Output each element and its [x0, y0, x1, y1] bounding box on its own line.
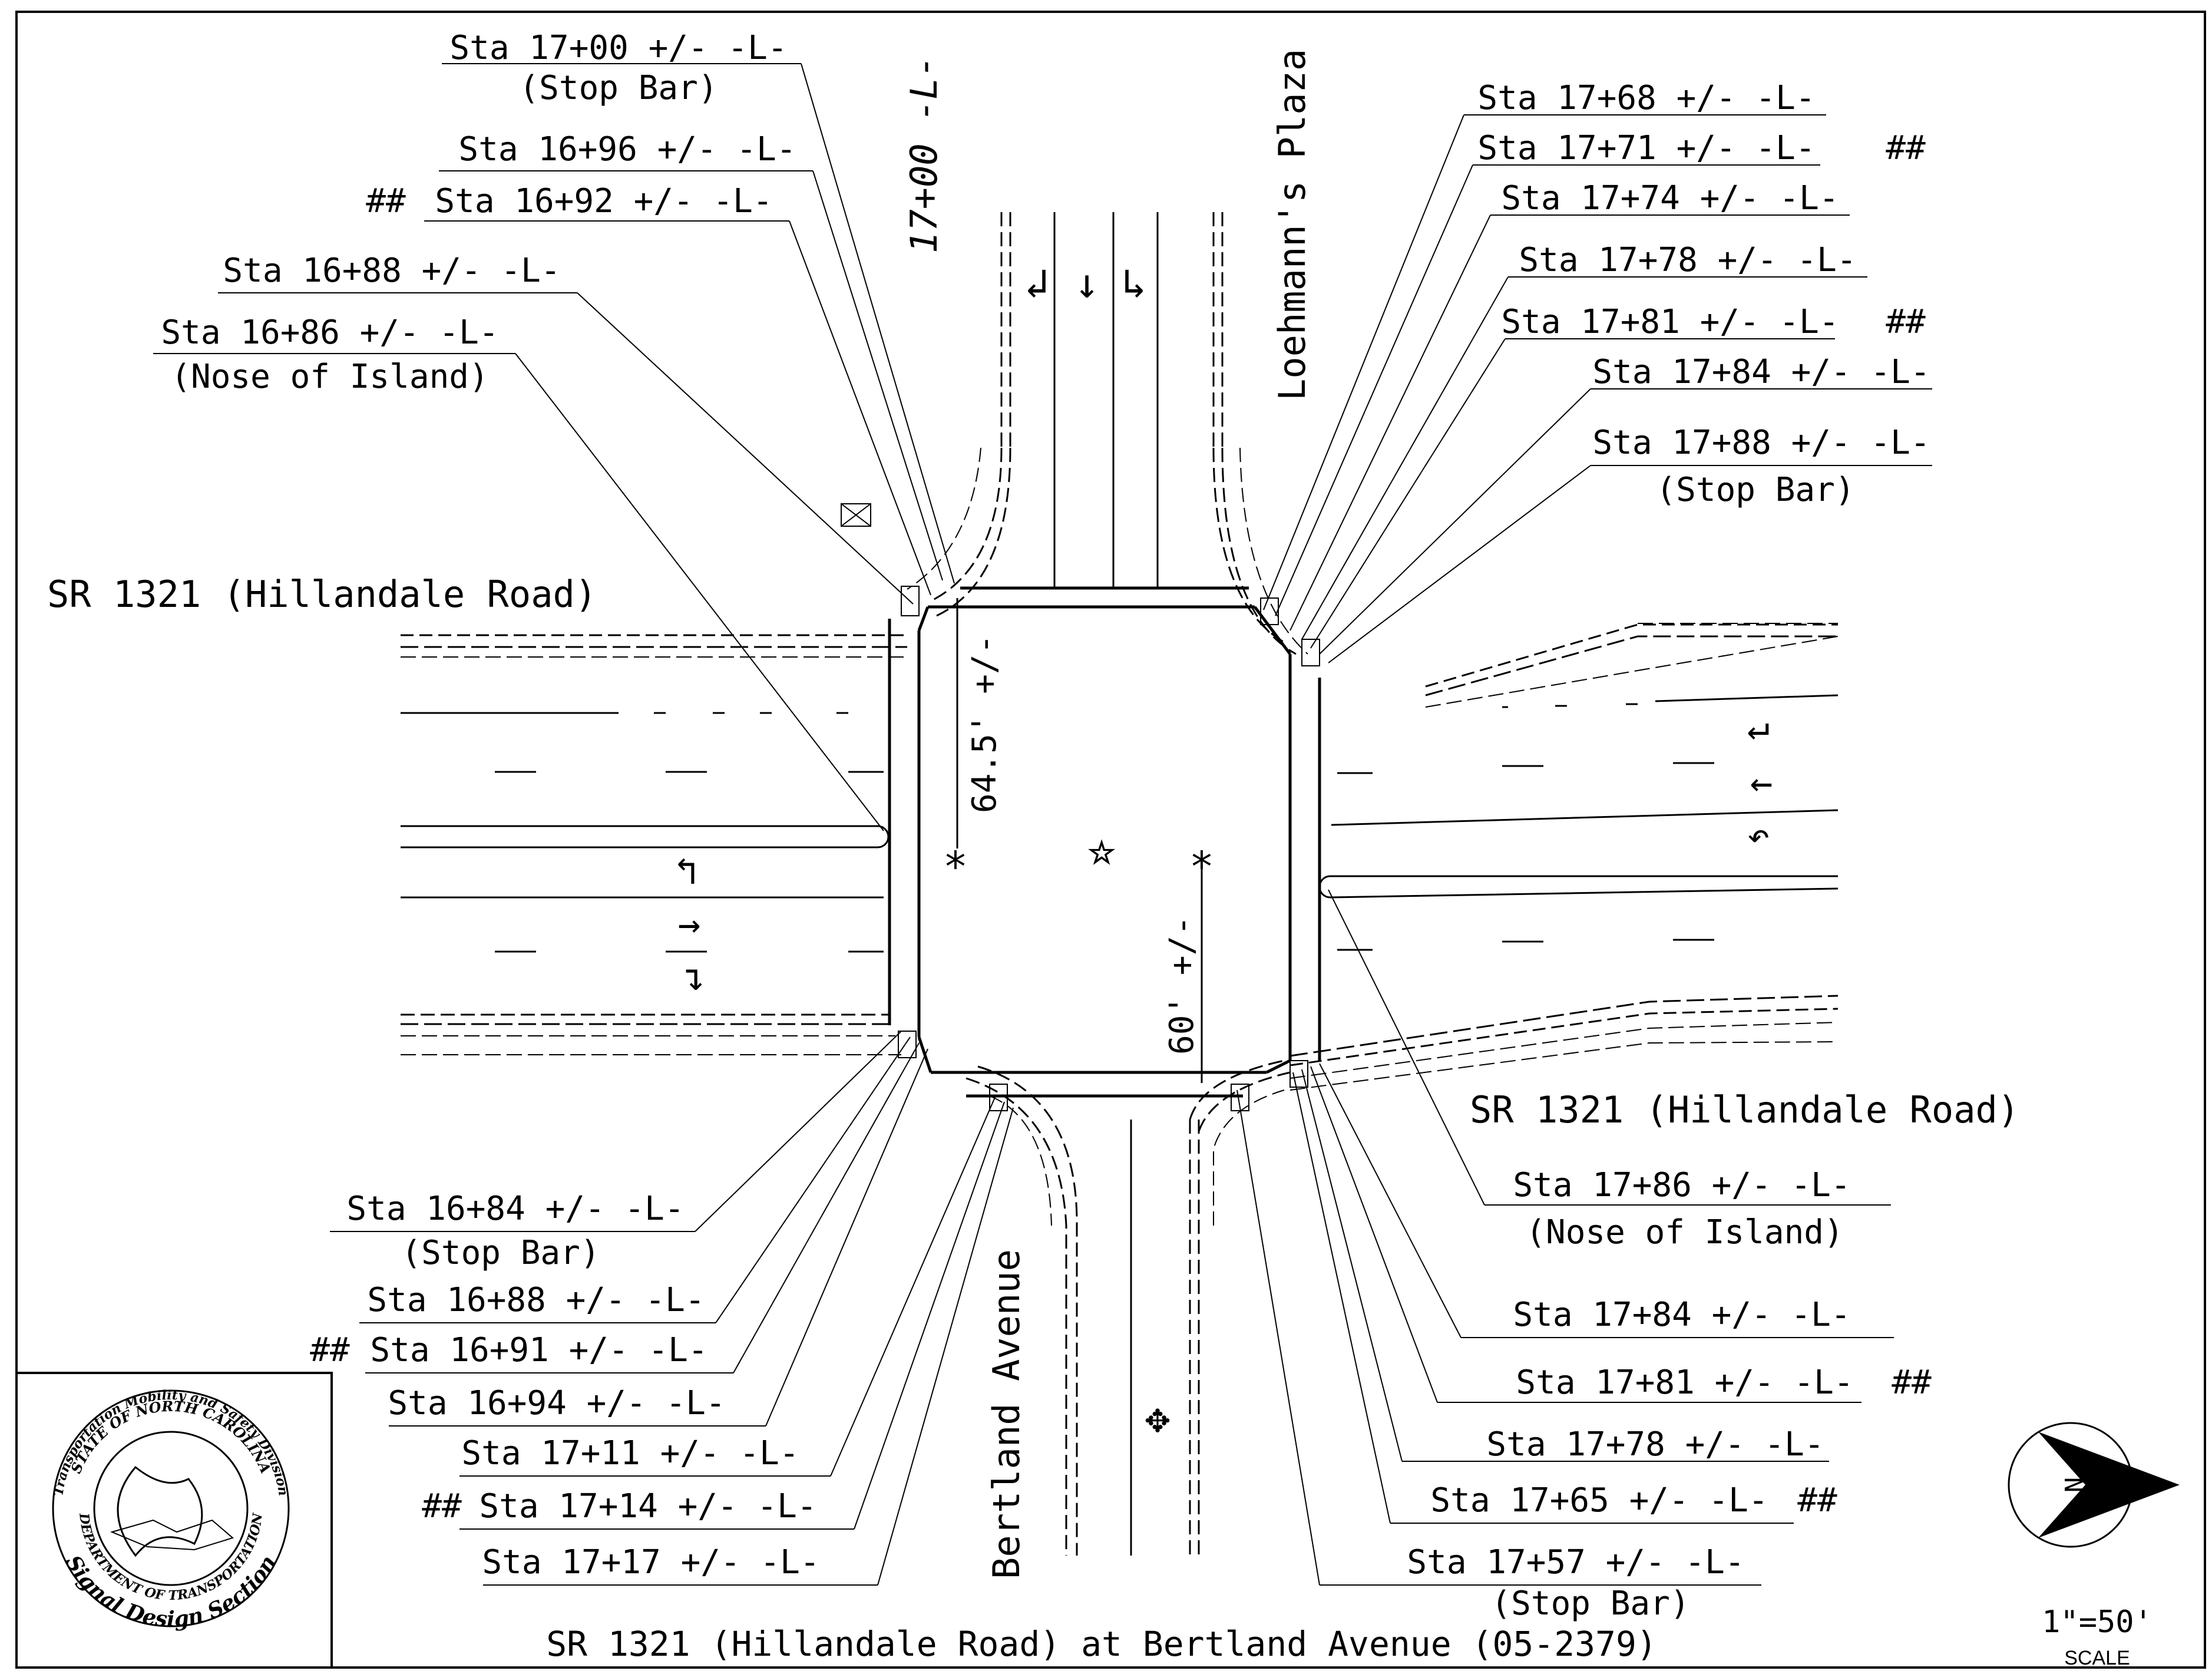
ncdot-signal-design-seal: Transportation Mobility and Safety Divis… — [15, 1372, 333, 1669]
controller-cabinet-icon — [841, 503, 871, 527]
ne-label-sta-17-81: Sta 17+81 +/- -L- — [1501, 303, 1839, 341]
sheet-border — [15, 11, 2206, 1669]
nw-station-labels — [153, 63, 955, 831]
ne-label-sta-17-71: Sta 17+71 +/- -L- — [1477, 129, 1815, 167]
north-approach — [907, 212, 1308, 655]
signal-poles — [898, 586, 1320, 1111]
north-arrow-icon — [2038, 1432, 2180, 1538]
north-arrow: N — [2008, 1422, 2180, 1548]
se-label-nose-of-island: (Nose of Island) — [1526, 1213, 1843, 1252]
ne-label-hash-2: ## — [1886, 303, 1926, 341]
star-icon: ☆ — [1088, 837, 1116, 870]
drawing-title: SR 1321 (Hillandale Road) at Bertland Av… — [546, 1624, 1657, 1664]
se-label-hash-2: ## — [1797, 1481, 1837, 1520]
north-dimension: 64.5' +/- — [966, 635, 1004, 813]
nb-all-movement-arrow-icon: ✥ — [1145, 1394, 1170, 1442]
road-name-loehmanns-plaza: Loehmann's Plaza — [1271, 49, 1314, 401]
eb-thru-right-arrow-icon: ↴ — [683, 956, 706, 999]
scale-value: 1"=50' — [2042, 1604, 2153, 1640]
asterisk-north-icon: * — [943, 843, 968, 891]
nw-label-sta-17-00: Sta 17+00 +/- -L- — [449, 29, 787, 67]
wb-thru-right-arrow-icon: ↵ — [1747, 705, 1770, 749]
ne-label-hash-1: ## — [1886, 129, 1926, 167]
nw-label-sta-16-96: Sta 16+96 +/- -L- — [458, 130, 796, 169]
thru-left-arrow-icon: ↓ — [1074, 259, 1099, 308]
road-name-hillandale-west: SR 1321 (Hillandale Road) — [47, 573, 597, 616]
north-arrow-letter: N — [2058, 1477, 2088, 1493]
nw-label-sta-16-88: Sta 16+88 +/- -L- — [223, 252, 560, 290]
stop-bars — [888, 586, 1321, 1098]
scale-word: SCALE — [2064, 1647, 2130, 1669]
se-label-hash-1: ## — [1892, 1363, 1932, 1402]
ne-label-stop-bar: (Stop Bar) — [1656, 471, 1854, 509]
sw-station-labels — [330, 1031, 1014, 1586]
se-station-labels — [1236, 889, 1894, 1586]
nw-label-sta-16-86: Sta 16+86 +/- -L- — [161, 313, 498, 352]
west-approach — [401, 634, 907, 1055]
eb-thru-arrow-icon: → — [678, 903, 701, 946]
asterisk-south-icon: * — [1189, 843, 1214, 891]
nw-label-stop-bar: (Stop Bar) — [519, 69, 718, 107]
road-name-hillandale-east: SR 1321 (Hillandale Road) — [1470, 1088, 2019, 1131]
wb-thru-arrow-icon: ← — [1750, 761, 1773, 805]
se-label-sta-17-86: Sta 17+86 +/- -L- — [1513, 1166, 1850, 1204]
lane-arrows: ↲ ↓ ↳ ↰ → ↴ ↵ ← ↶ ✥ — [675, 259, 1773, 1442]
se-label-sta-17-84: Sta 17+84 +/- -L- — [1513, 1296, 1850, 1334]
left-turn-arrow-icon: ↲ — [1024, 259, 1049, 308]
sw-label-sta-17-11: Sta 17+11 +/- -L- — [461, 1434, 799, 1472]
ne-label-sta-17-88: Sta 17+88 +/- -L- — [1592, 424, 1930, 462]
sw-label-sta-16-88: Sta 16+88 +/- -L- — [367, 1281, 705, 1319]
ne-label-sta-17-74: Sta 17+74 +/- -L- — [1501, 179, 1839, 217]
sw-label-sta-17-14: Sta 17+14 +/- -L- — [479, 1487, 816, 1526]
se-label-sta-17-81: Sta 17+81 +/- -L- — [1516, 1363, 1853, 1402]
ne-label-sta-17-78: Sta 17+78 +/- -L- — [1519, 241, 1856, 279]
sw-label-sta-16-91: Sta 16+91 +/- -L- — [370, 1331, 707, 1369]
ne-label-sta-17-68: Sta 17+68 +/- -L- — [1477, 79, 1815, 117]
nw-label-sta-16-92: Sta 16+92 +/- -L- — [435, 182, 772, 220]
sw-label-sta-17-17: Sta 17+17 +/- -L- — [482, 1543, 819, 1581]
sw-label-stop-bar: (Stop Bar) — [401, 1234, 600, 1272]
se-label-sta-17-57: Sta 17+57 +/- -L- — [1407, 1543, 1744, 1581]
eb-uturn-arrow-icon: ↰ — [675, 850, 698, 893]
station-17-00-label: 17+00 -L- — [902, 55, 945, 253]
se-label-sta-17-65: Sta 17+65 +/- -L- — [1430, 1481, 1768, 1520]
nw-label-nose-of-island: (Nose of Island) — [171, 358, 488, 396]
nw-label-hash: ## — [366, 182, 406, 220]
south-dimension: 60' +/- — [1163, 916, 1201, 1055]
right-turn-arrow-icon: ↳ — [1122, 259, 1146, 308]
ne-station-labels — [1263, 114, 1932, 663]
sw-label-hash-1: ## — [310, 1331, 350, 1369]
se-label-sta-17-78: Sta 17+78 +/- -L- — [1486, 1425, 1824, 1464]
sw-label-sta-16-94: Sta 16+94 +/- -L- — [388, 1384, 725, 1422]
sw-label-hash-2: ## — [422, 1487, 462, 1526]
wb-left-arrow-icon: ↶ — [1747, 814, 1770, 858]
se-label-stop-bar: (Stop Bar) — [1491, 1584, 1689, 1623]
ne-label-sta-17-84: Sta 17+84 +/- -L- — [1592, 353, 1930, 391]
road-name-bertland-avenue: Bertland Avenue — [985, 1249, 1028, 1579]
sw-label-sta-16-84: Sta 16+84 +/- -L- — [346, 1190, 684, 1228]
